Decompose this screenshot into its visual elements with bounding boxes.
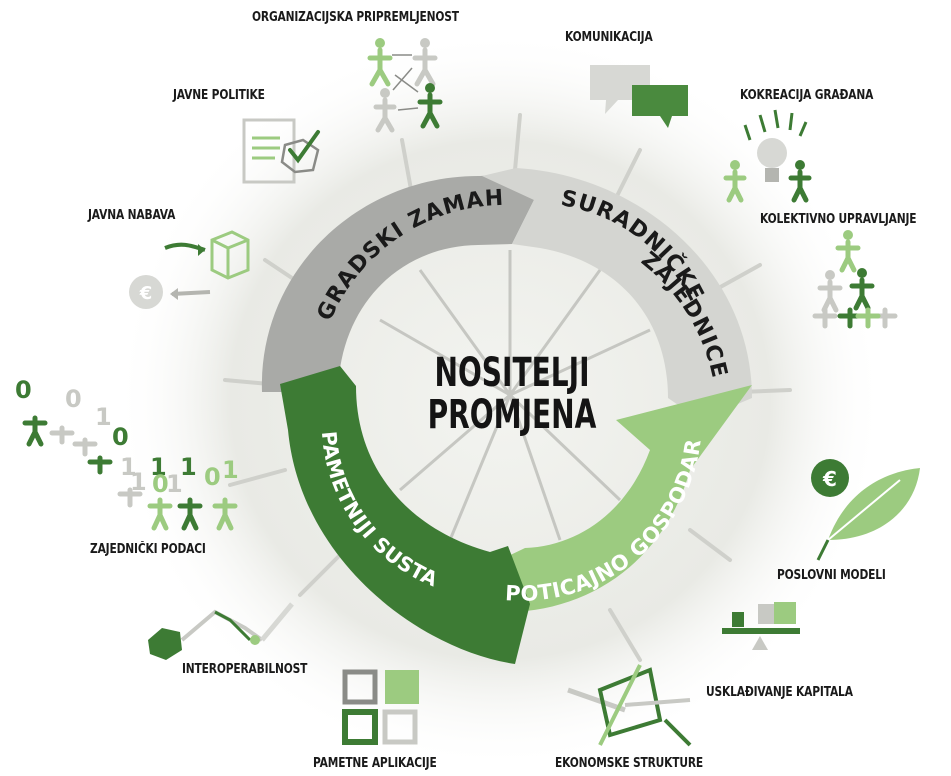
document-check-icon (242, 118, 320, 184)
label-javne-politike: JAVNE POLITIKE (173, 88, 265, 103)
euro-symbol-1: € (139, 283, 153, 304)
binary-digit: 1 (130, 468, 147, 496)
segment-pametniji-sustavi (280, 366, 530, 664)
label-uskladivanje: USKLAĐIVANJE KAPITALA (706, 685, 853, 700)
binary-digit: 1 (120, 453, 137, 481)
label-organizacijska: ORGANIZACIJSKA PRIPREMLJENOST (252, 10, 459, 25)
label-komunikacija: KOMUNIKACIJA (565, 30, 653, 45)
label-poslovni: POSLOVNI MODELI (777, 568, 886, 583)
binary-digit: 1 (95, 403, 112, 431)
binary-digit: 0 (112, 423, 129, 451)
binary-digit: 0 (152, 470, 169, 498)
label-ekonomske: EKONOMSKE STRUKTURE (555, 756, 704, 771)
binary-people-icon: 0 0 1 0 1 0 1 1 0 1 1 1 (15, 376, 239, 531)
binary-digit: 1 (180, 453, 197, 481)
label-interoperabilnost: INTEROPERABILNOST (182, 662, 308, 677)
binary-digit: 1 (222, 456, 239, 484)
app-grid-icon (342, 669, 419, 745)
euro-symbol-2: € (822, 467, 837, 491)
people-group-icon (812, 230, 898, 329)
economic-structure-icon (567, 664, 692, 747)
binary-digit: 0 (15, 376, 32, 404)
label-zajednicki: ZAJEDNIČKI PODACI (90, 542, 206, 557)
leaf-euro-icon: € (811, 459, 920, 561)
label-kokreacija: KOKREACIJA GRAĐANA (740, 88, 874, 103)
center-title-line1: NOSITELJI (434, 350, 590, 396)
binary-digit: 0 (65, 385, 82, 413)
lightbulb-people-icon (723, 109, 812, 203)
binary-digit: 0 (204, 463, 221, 491)
segment-suradnicke-zajednice (482, 168, 752, 420)
speech-bubbles-icon (590, 65, 688, 128)
center-title: NOSITELJI PROMJENA (418, 352, 605, 436)
connected-nodes-icon (148, 602, 294, 660)
label-javna-nabava: JAVNA NABAVA (88, 208, 176, 223)
balance-scale-icon (722, 602, 800, 650)
binary-digit: 1 (150, 453, 167, 481)
segment-gradski-zamah (261, 174, 534, 392)
wheel-spokes (379, 250, 651, 541)
binary-digit: 1 (166, 470, 183, 498)
label-kolektivno: KOLEKTIVNO UPRAVLJANJE (760, 212, 917, 227)
center-title-line2: PROMJENA (427, 392, 597, 438)
procurement-box-euro-icon: € (129, 230, 250, 309)
people-network-icon (367, 38, 443, 133)
segment-poticajno-gospodarstvo (475, 385, 752, 614)
label-pametne-aplikacije: PAMETNE APLIKACIJE (313, 756, 437, 771)
